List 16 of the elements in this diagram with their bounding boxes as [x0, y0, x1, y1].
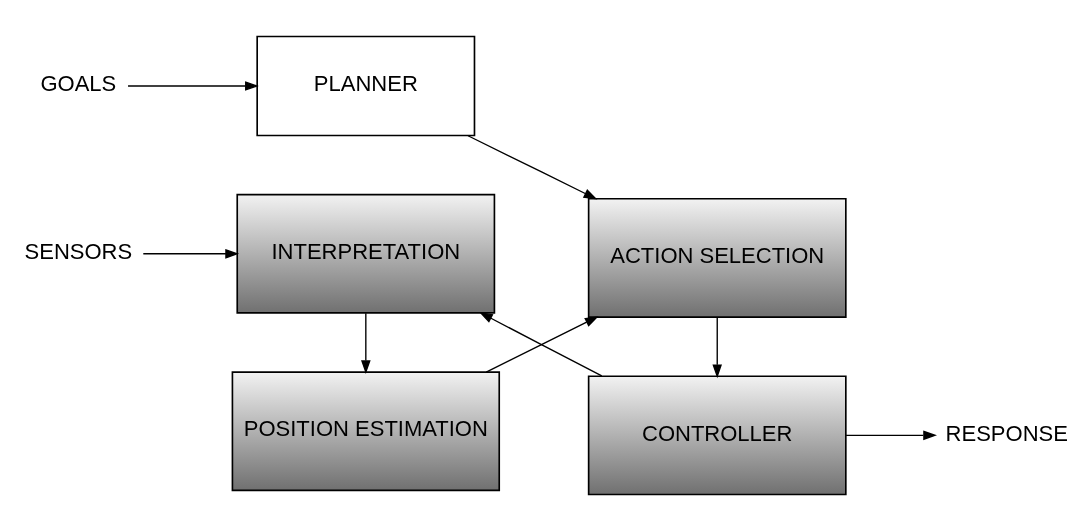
node-text: GOALS	[40, 70, 117, 96]
node-text: SENSORS	[24, 238, 133, 264]
arrow	[485, 315, 599, 373]
node-box: PLANNER	[256, 35, 476, 136]
node-box: POSITION ESTIMATION	[231, 370, 501, 491]
arrow	[127, 80, 259, 91]
node-box: CONTROLLER	[587, 374, 847, 495]
arrow	[467, 134, 598, 199]
arrow	[361, 312, 371, 374]
node-box: INTERPRETATION	[236, 193, 496, 314]
arrow	[479, 311, 603, 377]
arrow	[845, 430, 937, 440]
node-box: ACTION SELECTION	[587, 197, 847, 318]
arrow	[712, 316, 723, 378]
arrow	[142, 248, 240, 259]
node-text: RESPONSE	[945, 420, 1068, 446]
